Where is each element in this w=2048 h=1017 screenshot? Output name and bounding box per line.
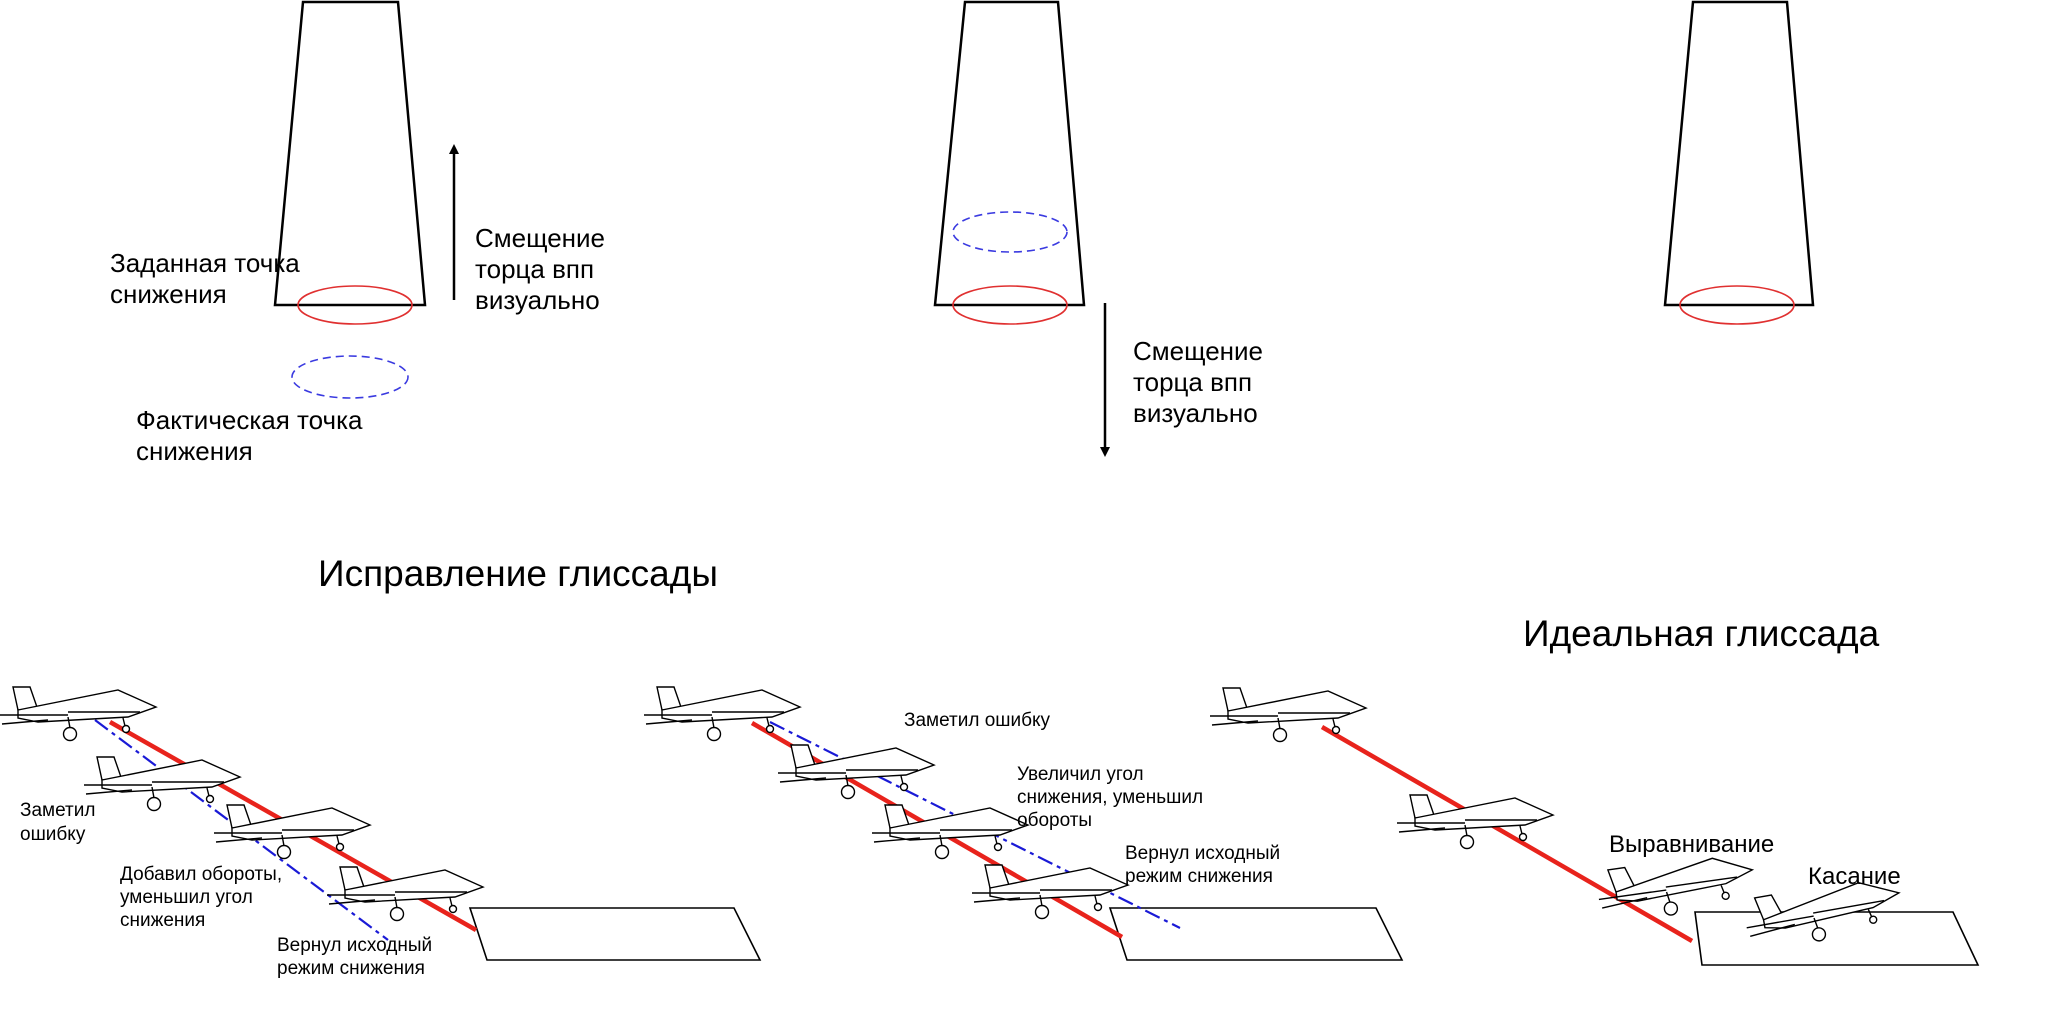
correction-title: Исправление глиссады (318, 553, 718, 594)
shift-label-1: Смещение торца впп визуально (475, 223, 612, 315)
airplane-middle-2 (777, 744, 935, 800)
added-power-label: Добавил обороты, уменьшил угол снижения (120, 864, 287, 931)
top-panel-3 (1663, 0, 1815, 325)
airplane-right-2 (1396, 794, 1554, 850)
airplane-middle-4 (971, 864, 1129, 920)
resumed-descent-label-left: Вернул исходный режим снижения (277, 935, 437, 979)
runway-1 (273, 0, 427, 307)
airplane-left-4 (326, 866, 484, 922)
target-point-ellipse-3 (1679, 285, 1795, 325)
actual-point-ellipse-1 (291, 355, 409, 399)
runway-3 (1663, 0, 1815, 307)
increased-angle-label: Увеличил угол снижения, уменьшил обороты (1017, 764, 1208, 831)
flare-label: Выравнивание (1609, 831, 1774, 858)
noticed-error-label-middle: Заметил ошибку (904, 710, 1051, 731)
actual-glide-line-middle (769, 721, 1181, 929)
runway-2 (933, 0, 1086, 307)
airplane-middle-1 (643, 686, 801, 742)
target-point-ellipse-2 (952, 285, 1068, 325)
airplane-right-1 (1209, 687, 1367, 743)
noticed-error-label-left: Заметил ошибку (20, 800, 101, 845)
top-panel-2: Смещение торца впп визуально (933, 0, 1270, 457)
target-point-label: Заданная точка снижения (110, 248, 307, 309)
landing-strip-right (1694, 911, 1980, 966)
right-scene: Выравнивание Касание (1209, 687, 1980, 966)
top-panel-1: Заданная точка снижения Фактическая точк… (110, 0, 612, 466)
actual-point-label: Фактическая точка снижения (136, 405, 370, 466)
airplane-left-3 (213, 804, 371, 860)
airplane-right-3 (1594, 849, 1758, 926)
touchdown-label: Касание (1808, 863, 1901, 890)
ideal-glide-line (1320, 725, 1694, 943)
left-scene: Заметил ошибку Добавил обороты, уменьшил… (0, 686, 762, 979)
shift-label-2: Смещение торца впп визуально (1133, 336, 1270, 428)
landing-strip-left (468, 907, 762, 961)
resumed-descent-label-middle: Вернул исходный режим снижения (1125, 843, 1285, 887)
actual-point-ellipse-2 (952, 211, 1068, 253)
ideal-title: Идеальная глиссада (1523, 613, 1880, 654)
target-point-ellipse-1 (297, 285, 413, 325)
airplane-left-2 (83, 756, 241, 812)
landing-strip-middle (1108, 907, 1404, 961)
middle-scene: Заметил ошибку Увеличил угол снижения, у… (643, 686, 1404, 961)
